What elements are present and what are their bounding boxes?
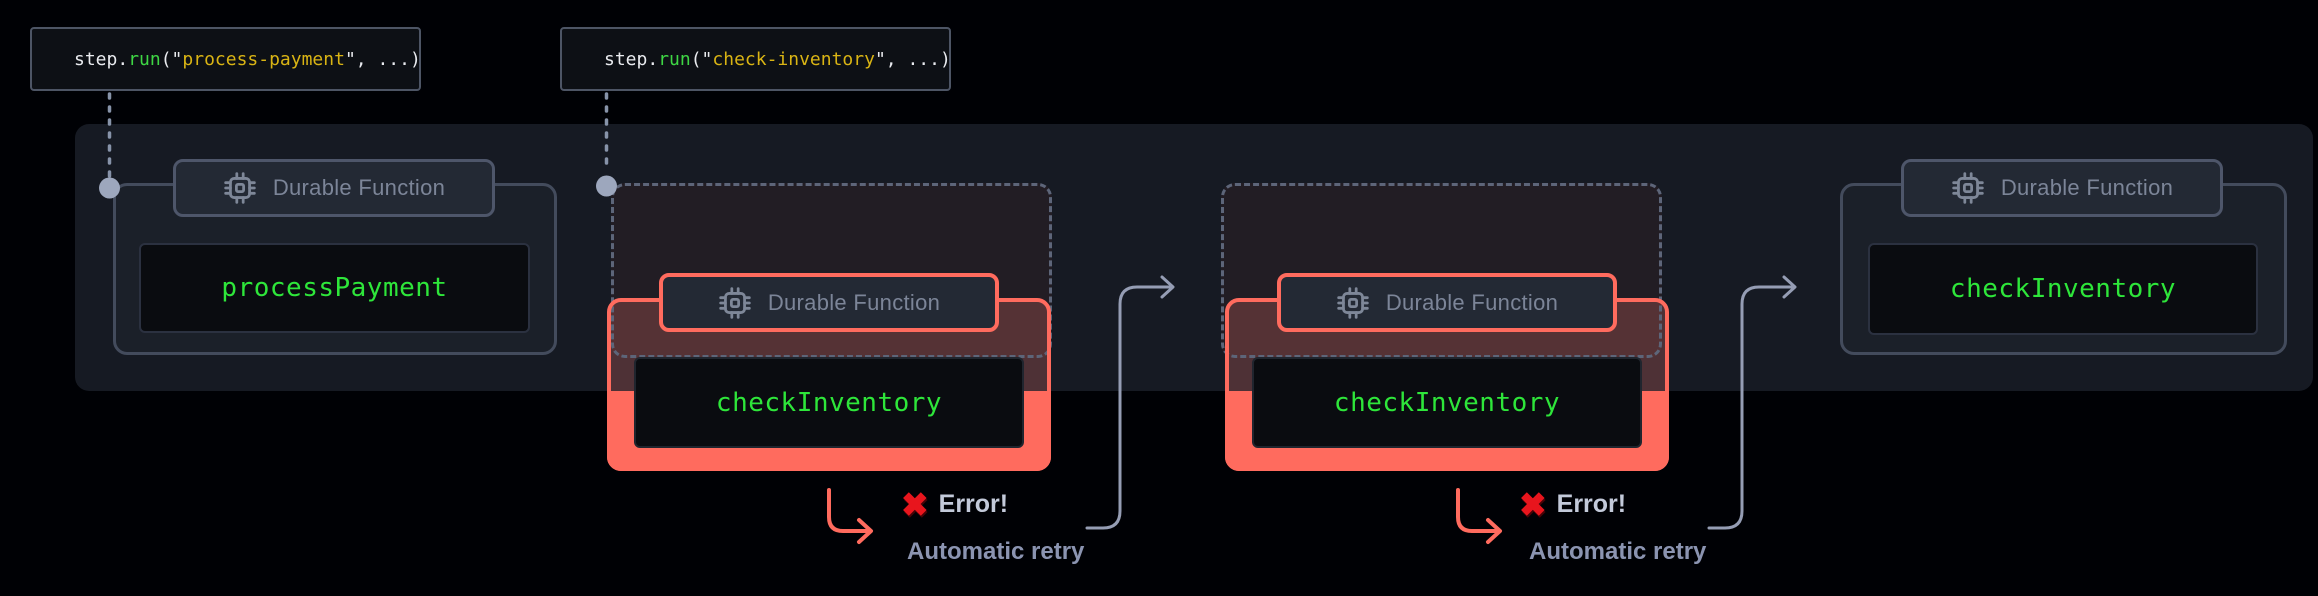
function-name: checkInventory: [715, 387, 943, 418]
error-arrow-1: [827, 488, 870, 533]
error-arrowhead-1: [857, 518, 873, 544]
automatic-retry-label-2: Automatic retry: [1529, 538, 1707, 565]
code-token-plain: step.: [604, 48, 659, 70]
durable-function-badge-1: Durable Function: [173, 159, 495, 217]
code-token-func: run: [128, 48, 161, 70]
automatic-retry-label-1: Automatic retry: [907, 538, 1085, 565]
cpu-chip-icon: [224, 172, 256, 204]
durable-function-badge-4: Durable Function: [1901, 159, 2223, 217]
function-name-box-4: checkInventory: [1868, 243, 2258, 335]
code-token-plain: (": [690, 48, 713, 70]
error-arrow-2: [1456, 488, 1499, 533]
error-x-icon: ✖: [1519, 486, 1547, 523]
cpu-chip-icon: [719, 286, 751, 319]
error-annotation-1: ✖ Error!: [901, 488, 1008, 521]
code-token-string: process-payment: [182, 48, 345, 70]
code-token-plain: (": [160, 48, 183, 70]
function-name: checkInventory: [1949, 274, 2177, 304]
function-name-box-1: processPayment: [139, 243, 530, 333]
badge-label: Durable Function: [1385, 289, 1559, 315]
code-token-plain: ", ...): [344, 48, 421, 70]
code-token-string: check-inventory: [712, 48, 875, 70]
error-title: Error!: [938, 490, 1009, 518]
code-label-check-inventory: step.run("check-inventory", ...): [560, 27, 951, 91]
badge-label: Durable Function: [767, 289, 941, 315]
code-token-plain: ", ...): [874, 48, 951, 70]
code-token-plain: step.: [74, 48, 129, 70]
error-annotation-2: ✖ Error!: [1519, 488, 1626, 521]
durable-function-badge-2: Durable Function: [659, 273, 999, 332]
function-name: checkInventory: [1333, 387, 1561, 418]
code-token-func: run: [658, 48, 691, 70]
error-x-icon: ✖: [901, 486, 929, 523]
badge-label: Durable Function: [272, 175, 446, 200]
function-name-box-2: checkInventory: [634, 357, 1024, 448]
function-name: processPayment: [221, 273, 448, 303]
error-title: Error!: [1556, 490, 1627, 518]
code-label-process-payment: step.run("process-payment", ...): [30, 27, 421, 91]
error-arrowhead-2: [1486, 518, 1502, 544]
cpu-chip-icon: [1337, 286, 1369, 319]
function-name-box-3: checkInventory: [1252, 357, 1642, 448]
cpu-chip-icon: [1952, 172, 1984, 204]
durable-function-badge-3: Durable Function: [1277, 273, 1617, 332]
badge-label: Durable Function: [2000, 175, 2174, 200]
